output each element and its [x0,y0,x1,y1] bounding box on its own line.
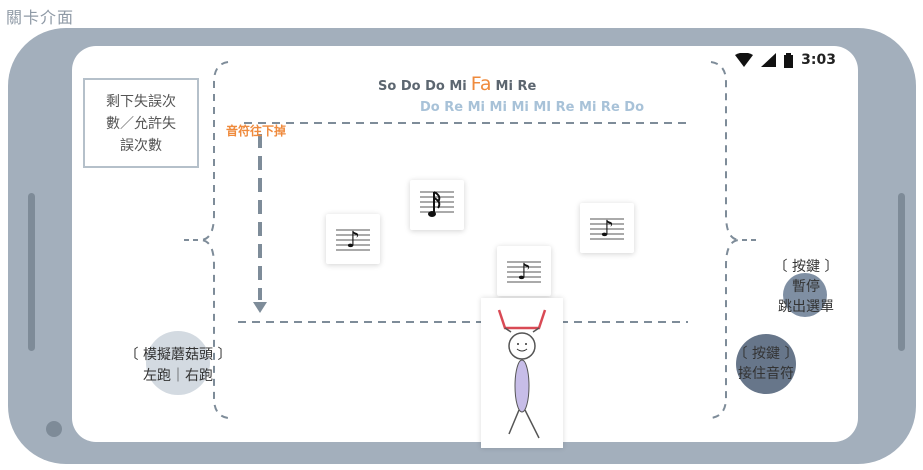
camera-dot [46,421,62,437]
svg-text:♪: ♪ [346,228,360,253]
mistakes-label-line: 誤次數 [120,138,162,154]
status-bar: 3:03 [735,52,836,68]
melody-line-next: Do Re Mi Mi Mi MI Re Mi Re Do [420,100,645,115]
mistakes-label-line: 數／允許失 [106,116,176,132]
signal-icon [761,53,777,67]
right-side-button [898,193,905,351]
pause-label: 〔 按鍵 〕 暫停 跳出選單 [760,257,852,317]
sixteenth-note-icon [420,191,454,217]
battery-icon [784,52,794,68]
melody-current-note: Fa [470,73,492,95]
mistakes-label-line: 剩下失誤次 [106,94,176,110]
catch-action: 接住音符 [738,366,794,382]
virtual-joystick[interactable] [146,331,210,395]
svg-text:♪: ♪ [600,217,614,242]
pause-button[interactable] [783,273,827,317]
svg-text:♪: ♪ [517,260,531,285]
page-title: 關卡介面 [6,8,75,27]
mistakes-counter: 剩下失誤次 數／允許失 誤次數 [83,78,199,168]
note-card: ♪ [497,246,551,296]
melody-upcoming: Mi Re [495,79,537,94]
note-card: ♪ [326,214,380,264]
melody-line-current: So Do Do Mi Fa Mi Re [378,73,536,95]
falling-hint: 音符往下掉 [226,124,287,138]
eighth-note-icon: ♪ [507,260,541,285]
joystick-label: 〔 模擬蘑菇頭 〕 左跑｜右跑 [118,345,238,387]
note-card [410,180,464,230]
note-card: ♪ [580,203,634,253]
eighth-note-icon: ♪ [590,217,624,242]
clock-time: 3:03 [801,52,836,68]
left-side-button [28,193,35,351]
pause-action: 暫停 [792,279,820,295]
eighth-note-icon: ♪ [336,228,370,253]
catch-button[interactable] [736,334,796,394]
pause-caption: 〔 按鍵 〕 [773,259,839,275]
melody-played: So Do Do Mi [378,79,467,94]
menu-action: 跳出選單 [778,299,834,315]
catch-label: 〔 按鍵 〕 接住音符 [720,344,812,384]
joystick-caption: 〔 模擬蘑菇頭 〕 [124,347,232,363]
stick-figure-icon [497,309,547,439]
catch-caption: 〔 按鍵 〕 [733,346,799,362]
player-character [481,298,563,448]
joystick-action: 左跑｜右跑 [143,368,213,384]
wifi-icon [735,53,754,67]
